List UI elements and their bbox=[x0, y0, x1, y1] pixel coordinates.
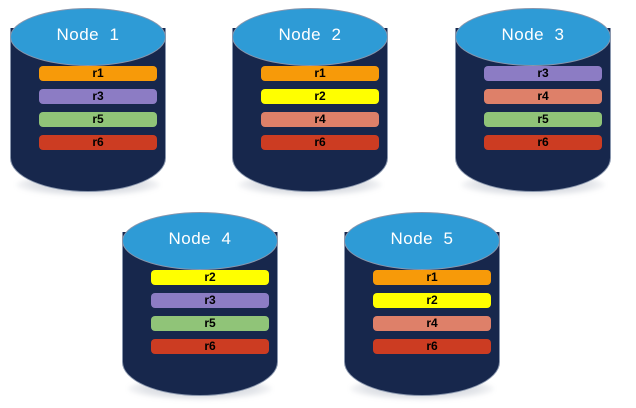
replica-bar-r3[interactable]: r3 bbox=[484, 66, 602, 81]
database-node-3[interactable]: Node 3 r3 r4 r5 r6 bbox=[455, 8, 611, 196]
replica-bar-r6[interactable]: r6 bbox=[373, 339, 491, 354]
replica-list: r1 r2 r4 r6 bbox=[261, 66, 379, 150]
node-label: Node 4 bbox=[168, 229, 232, 248]
replica-bar-r2[interactable]: r2 bbox=[373, 293, 491, 308]
database-node-1[interactable]: Node 1 r1 r3 r5 r6 bbox=[10, 8, 166, 196]
cylinder-top-ellipse bbox=[344, 212, 500, 270]
replica-bar-r2[interactable]: r2 bbox=[151, 270, 269, 285]
replica-list: r3 r4 r5 r6 bbox=[484, 66, 602, 150]
database-node-2[interactable]: Node 2 r1 r2 r4 r6 bbox=[232, 8, 388, 196]
cylinder-top-ellipse bbox=[122, 212, 278, 270]
replica-bar-r2[interactable]: r2 bbox=[261, 89, 379, 104]
replica-bar-r4[interactable]: r4 bbox=[373, 316, 491, 331]
replica-list: r1 r3 r5 r6 bbox=[39, 66, 157, 150]
replica-bar-r1[interactable]: r1 bbox=[261, 66, 379, 81]
replica-bar-r3[interactable]: r3 bbox=[39, 89, 157, 104]
replica-bar-r1[interactable]: r1 bbox=[39, 66, 157, 81]
replica-bar-r5[interactable]: r5 bbox=[39, 112, 157, 127]
replica-bar-r3[interactable]: r3 bbox=[151, 293, 269, 308]
replica-bar-r5[interactable]: r5 bbox=[151, 316, 269, 331]
replica-bar-r5[interactable]: r5 bbox=[484, 112, 602, 127]
cylinder-top-ellipse bbox=[455, 8, 611, 66]
database-node-4[interactable]: Node 4 r2 r3 r5 r6 bbox=[122, 212, 278, 400]
replica-bar-r6[interactable]: r6 bbox=[261, 135, 379, 150]
replica-bar-r6[interactable]: r6 bbox=[484, 135, 602, 150]
replica-bar-r1[interactable]: r1 bbox=[373, 270, 491, 285]
replica-bar-r4[interactable]: r4 bbox=[261, 112, 379, 127]
node-label: Node 5 bbox=[390, 229, 454, 248]
replica-bar-r4[interactable]: r4 bbox=[484, 89, 602, 104]
replica-list: r1 r2 r4 r6 bbox=[373, 270, 491, 354]
node-label: Node 3 bbox=[501, 25, 565, 44]
cylinder-top-ellipse bbox=[232, 8, 388, 66]
node-label: Node 1 bbox=[56, 25, 120, 44]
replica-list: r2 r3 r5 r6 bbox=[151, 270, 269, 354]
database-node-5[interactable]: Node 5 r1 r2 r4 r6 bbox=[344, 212, 500, 400]
node-label: Node 2 bbox=[278, 25, 342, 44]
cylinder-top-ellipse bbox=[10, 8, 166, 66]
replica-bar-r6[interactable]: r6 bbox=[151, 339, 269, 354]
replica-bar-r6[interactable]: r6 bbox=[39, 135, 157, 150]
